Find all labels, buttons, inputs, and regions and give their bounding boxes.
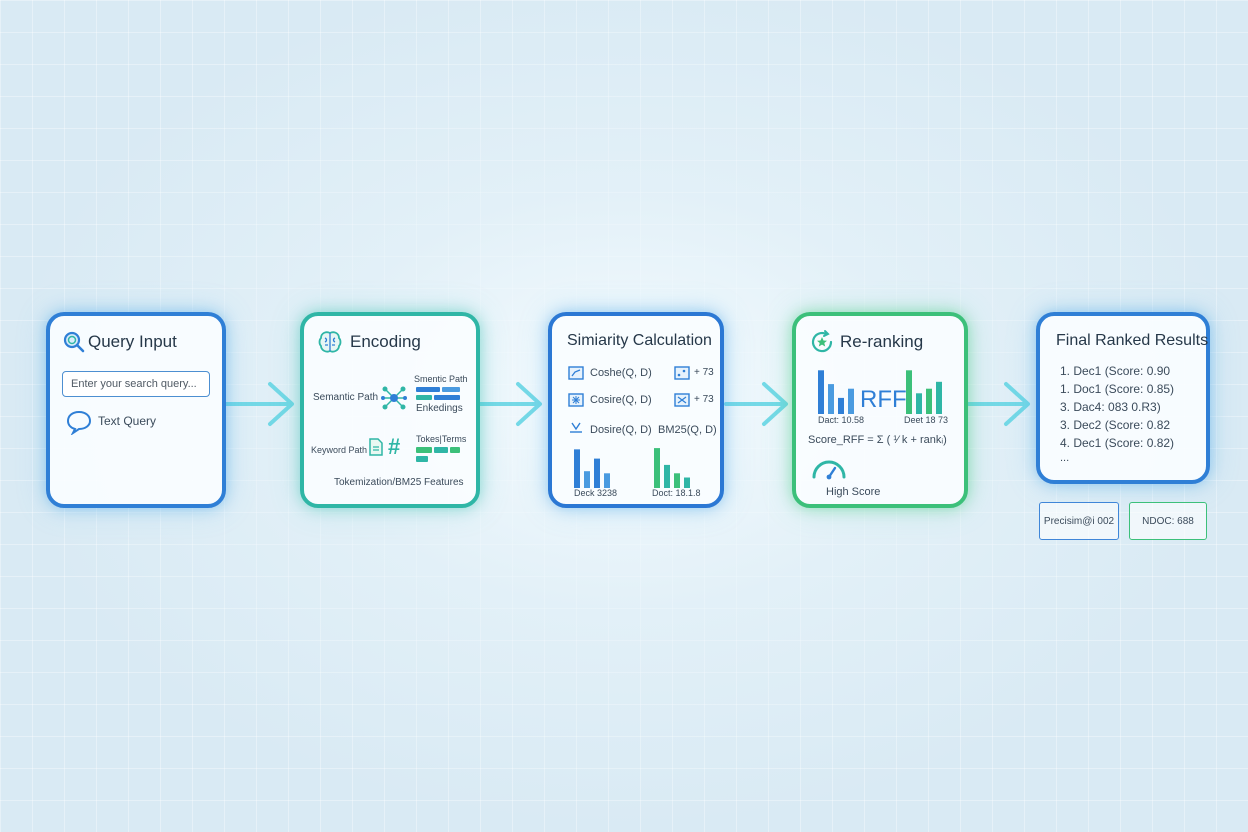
result-item[interactable]: 4. Dec1 (Score: 0.82) — [1060, 436, 1175, 450]
result-item[interactable]: 3. Dac4: 083 0.R3) — [1060, 400, 1161, 414]
keyword-path-label: Keyword Path — [311, 445, 368, 455]
high-score-label: High Score — [826, 486, 881, 498]
similarity-row-value: + 73 — [694, 367, 714, 378]
result-item[interactable]: 3. Dec2 (Score: 0.82 — [1060, 418, 1171, 432]
chart-bar — [604, 473, 610, 488]
similarity-row-value: BM25(Q, D) — [658, 424, 717, 436]
chart-bar — [594, 458, 600, 488]
final-results-card: Final Ranked Results 1. Dec1 (Score: 0.9… — [1036, 312, 1210, 484]
rerank-left-bar-chart — [818, 370, 854, 414]
result-item[interactable]: 1. Dec1 (Score: 0.90 — [1060, 364, 1171, 378]
vector-icon — [570, 422, 582, 433]
chart-bar — [906, 370, 912, 414]
chart-bar — [664, 464, 670, 488]
chart-bar — [848, 388, 854, 414]
rerank-left-chart-label: Dact: 10.58 — [818, 415, 865, 425]
rrf-formula: Score_RFF = Σ ( ¹⁄ k + rankᵢ) — [808, 434, 947, 446]
similarity-left-bar-chart — [574, 449, 610, 488]
similarity-row-label: Dosire(Q, D) — [590, 424, 652, 436]
similarity-left-chart-label: Deck 3238 — [574, 488, 618, 498]
cross-chart-icon — [674, 393, 690, 407]
chart-bar — [684, 477, 690, 488]
ndcg-metric-badge: NDOC: 688 — [1129, 502, 1207, 540]
card-title: Re-ranking — [840, 332, 924, 351]
chart-bar — [916, 393, 922, 414]
search-icon — [63, 331, 85, 353]
semantic-path-label: Semantic Path — [313, 392, 379, 403]
token-chip — [416, 447, 432, 453]
token-chip — [450, 447, 460, 453]
token-chip — [416, 456, 428, 462]
embedding-bar — [442, 387, 460, 392]
precision-metric-badge: Precisim@i 002 — [1039, 502, 1119, 540]
rff-label: RFF — [860, 386, 907, 413]
similarity-right-bar-chart — [654, 448, 690, 488]
chart-bar — [828, 384, 834, 414]
chart-bar — [936, 381, 942, 414]
chart-bar — [574, 449, 580, 488]
embedding-bar — [434, 395, 460, 400]
text-query-label: Text Query — [98, 414, 157, 428]
tokens-terms-label: Tokes|Terms — [416, 434, 467, 444]
card-title: Encoding — [350, 332, 421, 351]
result-item-ellipsis: ... — [1060, 452, 1070, 464]
query-input-card: Query Input Text Query — [46, 312, 226, 508]
document-icon — [369, 438, 383, 456]
similarity-row-value: + 73 — [694, 394, 714, 405]
arrow-icon — [478, 382, 542, 426]
arrow-icon — [224, 382, 294, 426]
card-title: Final Ranked Results — [1056, 332, 1209, 349]
chart-bar — [584, 471, 590, 488]
card-title: Query Input — [88, 332, 177, 351]
scatter-icon — [568, 393, 584, 407]
similarity-card: Simiarity Calculation Coshe(Q, D) + 73 C… — [548, 312, 724, 508]
chart-bar — [838, 397, 844, 414]
rerank-right-chart-label: Deet 18 73 — [904, 415, 949, 425]
embedding-bar — [416, 395, 432, 400]
reranking-card: Re-ranking RFF Dact: 10.58 Deet 18 73 Sc… — [792, 312, 968, 508]
card-title: Simiarity Calculation — [567, 332, 712, 349]
semantic-path-heading: Smentic Path — [414, 374, 468, 384]
similarity-row-label: Coshe(Q, D) — [590, 367, 652, 379]
matrix-icon — [568, 366, 584, 380]
similarity-right-chart-label: Doct: 18.1.8 — [652, 488, 701, 498]
arrow-icon — [966, 382, 1030, 426]
precision-metric-label: Precisim@i 002 — [1043, 515, 1115, 527]
encoding-card: Encoding Semantic Path Smentic Path Enke… — [300, 312, 480, 508]
network-icon — [381, 386, 407, 410]
chart-bar — [926, 388, 932, 414]
chart-bar — [674, 473, 680, 488]
embedding-bar — [416, 387, 440, 392]
chart-bar — [654, 448, 660, 488]
tokenization-label: Tokemization/BM25 Features — [334, 477, 464, 488]
chart-bar — [818, 370, 824, 414]
ndcg-metric-label: NDOC: 688 — [1142, 515, 1194, 527]
token-chip — [434, 447, 448, 453]
arrow-icon — [724, 382, 788, 426]
chart-icon — [674, 366, 690, 380]
hash-icon: # — [388, 434, 401, 459]
similarity-row-label: Cosire(Q, D) — [590, 394, 652, 406]
rerank-right-bar-chart — [906, 370, 942, 414]
embeddings-label: Enkedings — [416, 403, 463, 414]
search-input[interactable] — [62, 371, 210, 397]
brain-icon — [318, 331, 342, 353]
refresh-star-icon — [811, 330, 833, 353]
speech-bubble-icon — [66, 410, 92, 435]
gauge-icon — [812, 460, 846, 480]
result-item[interactable]: 1. Doc1 (Score: 0.85) — [1060, 382, 1175, 396]
